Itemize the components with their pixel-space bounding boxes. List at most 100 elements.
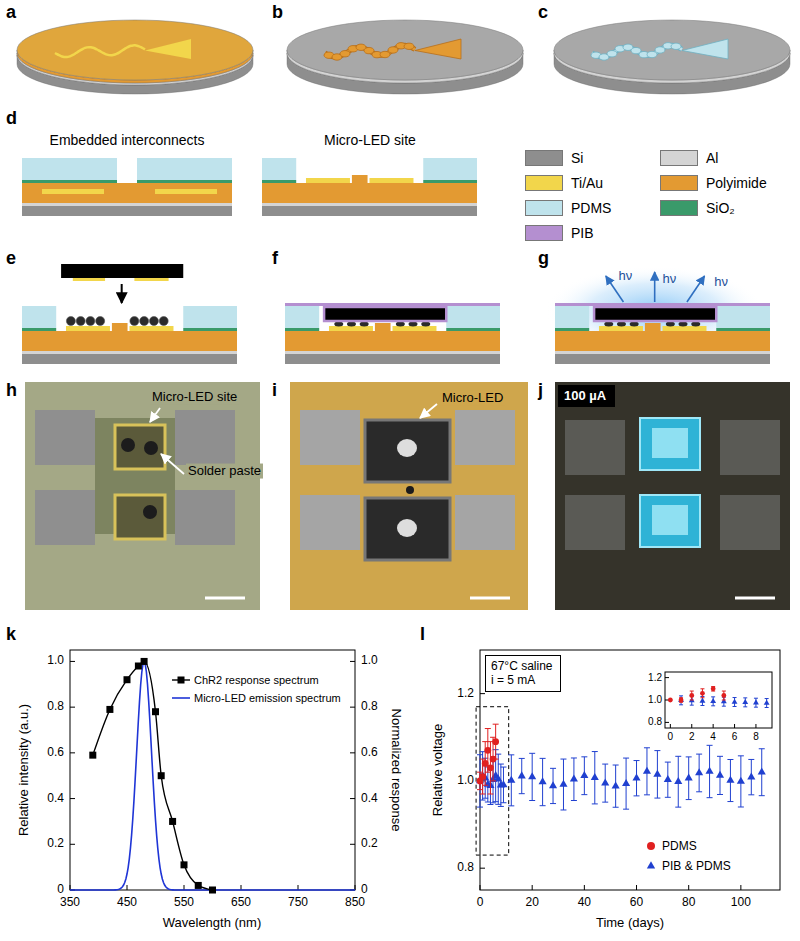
solder-paste xyxy=(96,317,105,326)
error-cap xyxy=(571,800,577,801)
figure-label: hν xyxy=(714,275,728,290)
legend-item: Si xyxy=(525,150,583,166)
legend-item: Polyimide xyxy=(660,175,767,191)
error-cap xyxy=(644,794,650,795)
scale-bar xyxy=(735,597,775,600)
error-cap xyxy=(482,741,488,742)
tick-mark xyxy=(665,677,669,678)
error-cap xyxy=(477,772,483,773)
photo-j xyxy=(555,382,790,610)
legend-swatch xyxy=(525,150,563,166)
figure-label: 0.4 xyxy=(361,792,378,806)
legend-item: PIB & PDMS xyxy=(662,859,731,873)
polyimide-bump xyxy=(352,175,368,183)
tick-mark xyxy=(480,868,485,869)
figure-label: 1.0 xyxy=(361,655,378,669)
figure-label: 4 xyxy=(710,731,716,743)
error-cap xyxy=(482,785,488,786)
error-cap xyxy=(738,755,744,756)
condition-box: 67°C salinei = 5 mA xyxy=(485,655,561,692)
al-layer xyxy=(285,351,500,354)
scale-bar xyxy=(470,597,510,600)
legend-text: SiO₂ xyxy=(706,200,735,216)
solder-paste xyxy=(76,317,85,326)
error-cap xyxy=(754,698,758,699)
legend-text: Polyimide xyxy=(706,175,767,191)
panel-letter: l xyxy=(420,624,425,645)
zoom-box xyxy=(476,707,509,855)
data-triangle xyxy=(685,774,693,781)
panel-letter: a xyxy=(6,2,16,23)
error-cap xyxy=(529,800,535,801)
error-cap xyxy=(480,759,486,760)
solder-paste xyxy=(66,317,75,326)
legend-text: PDMS xyxy=(662,839,697,853)
data-triangle xyxy=(726,776,734,783)
panel-letter: h xyxy=(6,380,17,401)
leader-arrow xyxy=(654,272,656,302)
figure-label: 0.8 xyxy=(47,700,64,714)
legend-swatch xyxy=(525,175,563,191)
error-cap xyxy=(748,759,754,760)
plot-frame xyxy=(70,650,355,890)
node-text: i = 5 mA xyxy=(491,673,555,687)
error-cap xyxy=(679,704,683,705)
lit-micro-led xyxy=(640,418,700,470)
panel-letter: d xyxy=(6,108,17,129)
figure-label: 1.0 xyxy=(457,774,474,788)
panel-letter: j xyxy=(538,380,543,401)
led-pad-pattern xyxy=(145,39,191,59)
voltage-chart xyxy=(476,650,780,890)
figure-label: 750 xyxy=(288,896,308,910)
figure-label: 0.2 xyxy=(47,837,64,851)
figure-label: Normalized response xyxy=(389,709,404,832)
data-triangle xyxy=(570,775,578,782)
chip-body xyxy=(594,307,716,321)
polyimide-layer xyxy=(22,183,232,203)
figure-label: 1.0 xyxy=(47,655,64,669)
chip-body xyxy=(324,307,446,321)
contact-pad xyxy=(300,410,360,465)
error-cap xyxy=(508,754,514,755)
error-cap xyxy=(759,795,765,796)
figure-label: 0.2 xyxy=(361,837,378,851)
error-cap xyxy=(738,806,744,807)
error-cap xyxy=(592,751,598,752)
solder-blob xyxy=(144,441,158,455)
contact-pad xyxy=(565,420,625,475)
panel-letter: g xyxy=(538,248,549,269)
figure-label: 850 xyxy=(345,896,365,910)
error-cap xyxy=(493,801,499,802)
contact-pad xyxy=(175,410,235,465)
figure-label: 1.0 xyxy=(648,694,662,706)
led-site-section xyxy=(262,158,477,216)
led-emitter xyxy=(397,439,417,457)
error-cap xyxy=(500,802,506,803)
tick-mark xyxy=(688,885,689,890)
led-pad-pattern xyxy=(415,39,461,59)
tiau-pad xyxy=(370,178,414,183)
error-cap xyxy=(519,793,525,794)
figure-label: 0 xyxy=(361,883,368,897)
data-triangle xyxy=(507,776,515,783)
tiau-pad xyxy=(130,326,174,331)
contact-pad xyxy=(35,490,95,545)
si-layer xyxy=(22,354,237,364)
leader-arrow xyxy=(161,454,184,474)
data-square xyxy=(181,861,188,868)
error-cap xyxy=(560,809,566,810)
data-triangle xyxy=(653,770,661,777)
legend-item: PIB xyxy=(525,225,594,241)
sio2-layer xyxy=(262,180,296,183)
legend-text: Si xyxy=(571,150,583,166)
error-cap xyxy=(550,768,556,769)
tiau-pad xyxy=(306,178,350,183)
tiau-pad xyxy=(393,326,437,331)
error-cap xyxy=(529,753,535,754)
data-triangle xyxy=(539,777,547,784)
figure-label: 0.8 xyxy=(457,861,474,875)
lit-micro-led xyxy=(640,495,700,547)
error-cap xyxy=(581,756,587,757)
solder-paste xyxy=(130,317,139,326)
